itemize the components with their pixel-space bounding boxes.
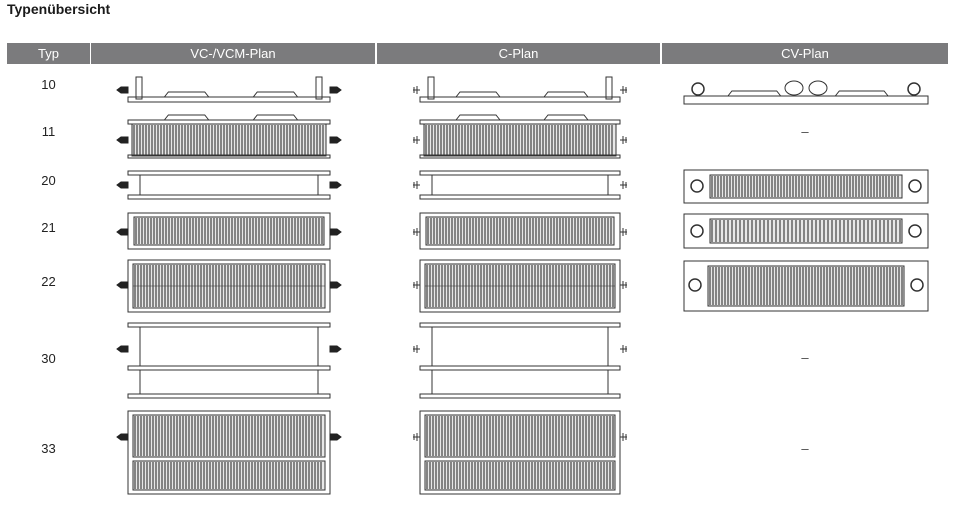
header-typ: Typ [7, 43, 90, 64]
radiator-type30-vc [116, 322, 342, 399]
radiator-type33-c [413, 410, 627, 495]
cv-empty-11: – [801, 124, 809, 139]
typ-label-20: 20 [41, 173, 56, 188]
typ-label-10: 10 [41, 77, 56, 92]
radiator-type20-vc [116, 170, 342, 200]
radiator-type21-cv [683, 213, 929, 249]
radiator-type21-c [413, 212, 627, 250]
typ-label-11: 11 [41, 124, 56, 139]
cv-empty-33: – [801, 441, 809, 456]
radiator-type22-c [413, 259, 627, 313]
radiator-type21-vc [116, 212, 342, 250]
page-title: Typenübersicht [7, 1, 111, 17]
radiator-type20-cv [683, 169, 929, 204]
radiator-type10-cv [683, 80, 929, 105]
typ-label-30: 30 [41, 351, 56, 366]
header-c-plan: C-Plan [377, 43, 660, 64]
typ-label-33: 33 [41, 441, 56, 456]
radiator-type33-vc [116, 410, 342, 495]
radiator-type30-c [413, 322, 627, 399]
header-vc-vcm-plan: VC-/VCM-Plan [91, 43, 375, 64]
header-cv-plan: CV-Plan [662, 43, 948, 64]
radiator-type20-c [413, 170, 627, 200]
radiator-type11-vc [116, 114, 342, 159]
radiator-type22-cv [683, 260, 929, 312]
cv-empty-30: – [801, 350, 809, 365]
radiator-type22-vc [116, 259, 342, 313]
typ-label-21: 21 [41, 220, 56, 235]
radiator-type10-c [413, 76, 627, 103]
typ-label-22: 22 [41, 274, 56, 289]
radiator-type10-vc [116, 76, 342, 103]
radiator-type11-c [413, 114, 627, 159]
